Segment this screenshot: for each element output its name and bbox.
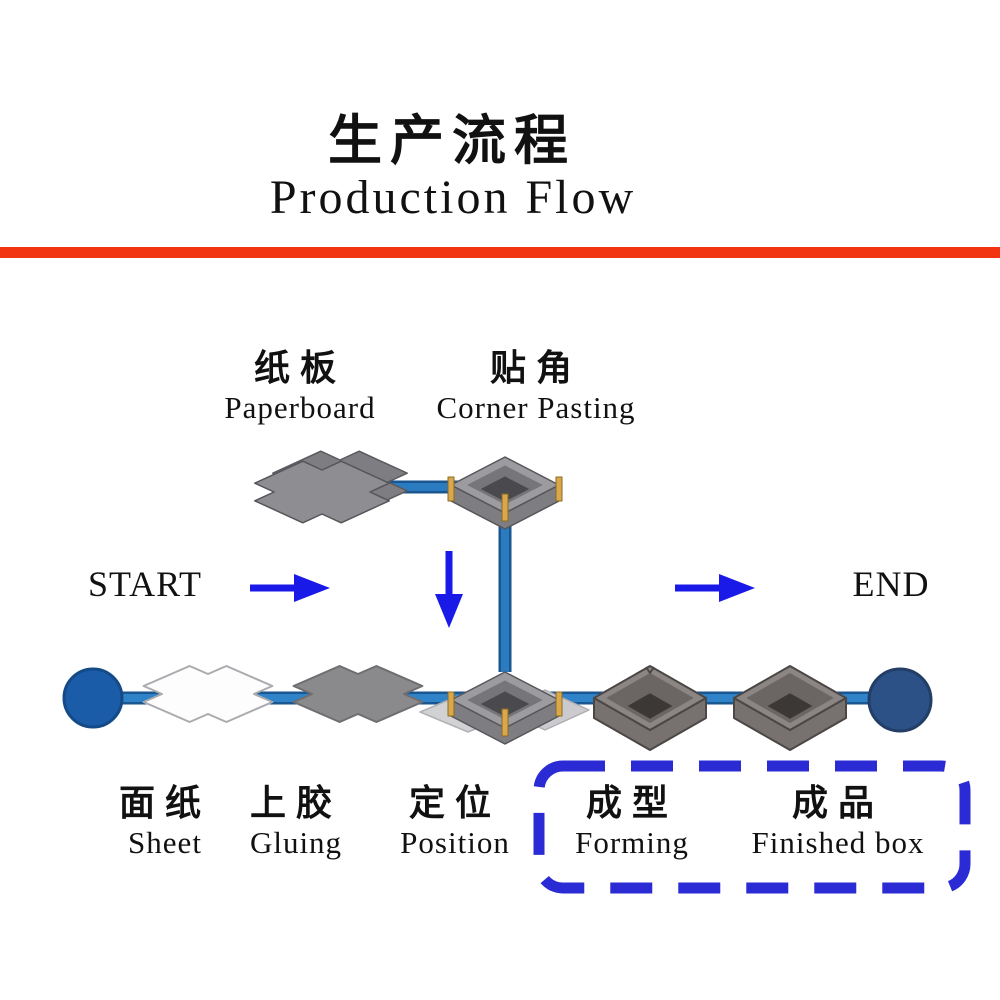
direction-arrows: [250, 551, 755, 628]
start-node: [62, 667, 124, 729]
label-corner-pasting: 贴角 Corner Pasting: [436, 347, 635, 427]
label-sheet-en: Sheet: [128, 825, 202, 860]
label-gluing-zh: 上胶: [249, 783, 342, 823]
orange-divider: [0, 247, 1000, 258]
paperboard-graphic: [254, 450, 408, 524]
label-forming-en: Forming: [575, 825, 689, 860]
label-position-en: Position: [400, 825, 510, 860]
start-label: START: [88, 564, 202, 604]
label-gluing-en: Gluing: [249, 825, 343, 860]
sheet-graphic: [142, 665, 274, 723]
label-finished-box: 成品 Finished box: [751, 782, 924, 862]
label-position-zh: 定位: [408, 783, 501, 823]
corner-pasting-box-graphic: [447, 456, 563, 530]
corner-tab: [447, 476, 455, 502]
right-arrow-icon: [675, 574, 755, 602]
label-forming-zh: 成型: [585, 783, 679, 823]
end-label: END: [852, 564, 930, 604]
label-paperboard-zh: 纸板: [253, 348, 347, 388]
page-title-en: Production Flow: [269, 171, 637, 224]
label-sheet-zh: 面纸: [118, 783, 212, 823]
label-finished-box-en: Finished box: [751, 825, 925, 860]
label-paperboard-en: Paperboard: [224, 390, 376, 425]
corner-tab: [555, 691, 563, 717]
end-node: [867, 667, 933, 733]
label-forming: 成型 Forming: [575, 782, 689, 862]
corner-tab: [501, 708, 509, 737]
down-arrow-icon: [435, 551, 463, 628]
gluing-graphic: [292, 665, 424, 723]
corner-tab: [501, 493, 509, 522]
label-finished-box-zh: 成品: [791, 783, 885, 823]
label-corner-pasting-en: Corner Pasting: [436, 390, 636, 425]
label-sheet: 面纸 Sheet: [119, 782, 211, 862]
forming-box-graphic: [593, 665, 707, 751]
finished-box-graphic: [733, 665, 847, 751]
corner-tab: [555, 476, 563, 502]
label-corner-pasting-zh: 贴角: [489, 348, 582, 388]
label-position: 定位 Position: [400, 782, 510, 862]
label-gluing: 上胶 Gluing: [250, 782, 342, 862]
final-steps-group-border: [533, 760, 971, 894]
page-title-zh: 生产流程: [328, 111, 576, 171]
label-paperboard: 纸板 Paperboard: [224, 347, 375, 427]
corner-tab: [447, 691, 455, 717]
right-arrow-icon: [250, 574, 330, 602]
position-box-graphic: [419, 671, 590, 745]
